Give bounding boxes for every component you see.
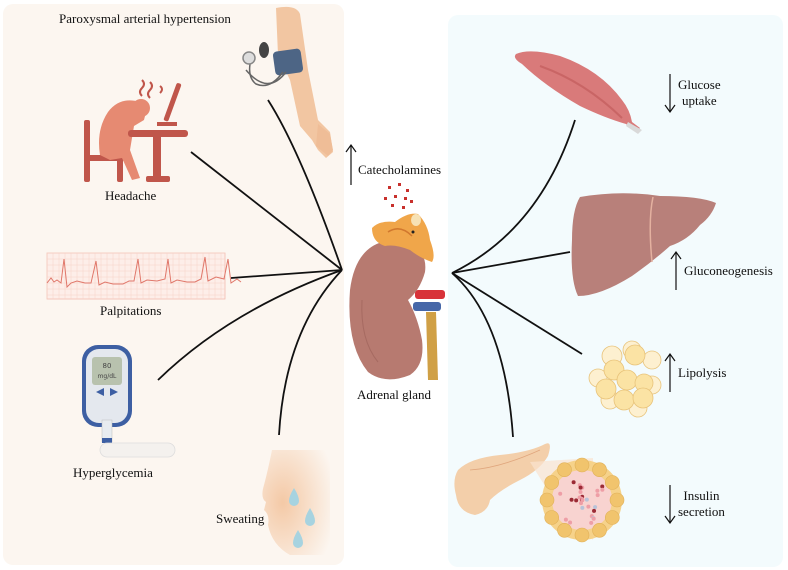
up-arrow-icon (670, 250, 682, 292)
right-connectors (452, 120, 582, 437)
adipocytes-icon (589, 341, 661, 417)
catecholamine-dot (398, 183, 401, 186)
catecholamine-dot (388, 186, 391, 189)
fat-cell (614, 390, 634, 410)
pancreas-icon (454, 443, 624, 542)
down-arrow-icon (664, 483, 676, 525)
catecholamine-dot (384, 197, 387, 200)
glucometer-unit: mg/dL (98, 373, 117, 380)
catecholamine-dot (391, 204, 394, 207)
ecg-strip-icon (47, 253, 241, 299)
label-headache: Headache (105, 188, 156, 204)
catecholamine-particles (384, 183, 413, 209)
glucometer-icon: 80 mg/dL (82, 345, 175, 457)
glucometer-value: 80 (103, 362, 112, 370)
label-hyperglycemia: Hyperglycemia (73, 465, 153, 481)
label-insulin-secretion-2: secretion (678, 504, 725, 520)
label-gluconeogenesis: Gluconeogenesis (684, 263, 773, 279)
label-adrenal-gland: Adrenal gland (357, 387, 431, 403)
label-lipolysis: Lipolysis (678, 365, 726, 381)
catecholamine-dot (404, 197, 407, 200)
fat-cell (643, 351, 661, 369)
catecholamine-dot (402, 206, 405, 209)
up-arrow-icon (664, 352, 676, 394)
catecholamines-up-arrow-icon (346, 145, 356, 185)
fat-cell (596, 379, 616, 399)
sweating-face-icon (262, 450, 330, 555)
label-palpitations: Palpitations (100, 303, 161, 319)
connector-headache (191, 152, 342, 270)
label-insulin-secretion-1: Insulin (678, 488, 725, 504)
label-glucose-uptake-1: Glucose (678, 77, 721, 93)
muscle-icon (515, 51, 642, 134)
connector-adipose (452, 273, 582, 354)
effect-lipolysis: Lipolysis (664, 352, 726, 394)
label-sweating: Sweating (216, 511, 264, 527)
label-hypertension: Paroxysmal arterial hypertension (59, 11, 231, 27)
fat-cell (625, 345, 645, 365)
fat-cell (617, 370, 637, 390)
headache-person-icon (84, 80, 188, 182)
effect-insulin-secretion: Insulin secretion (664, 483, 725, 525)
connector-sweating (279, 270, 342, 435)
kidney-adrenal-icon (349, 214, 445, 380)
catecholamine-dot (394, 195, 397, 198)
connector-muscle (452, 120, 575, 273)
effect-gluconeogenesis: Gluconeogenesis (670, 250, 773, 292)
fat-cell (633, 388, 653, 408)
catecholamine-dot (406, 189, 409, 192)
down-arrow-icon (664, 72, 676, 114)
catecholamine-dot (410, 200, 413, 203)
connector-pancreas (452, 273, 513, 437)
effect-glucose-uptake: Glucose uptake (664, 72, 721, 114)
label-glucose-uptake-2: uptake (678, 93, 721, 109)
label-catecholamines: Catecholamines (358, 162, 441, 178)
